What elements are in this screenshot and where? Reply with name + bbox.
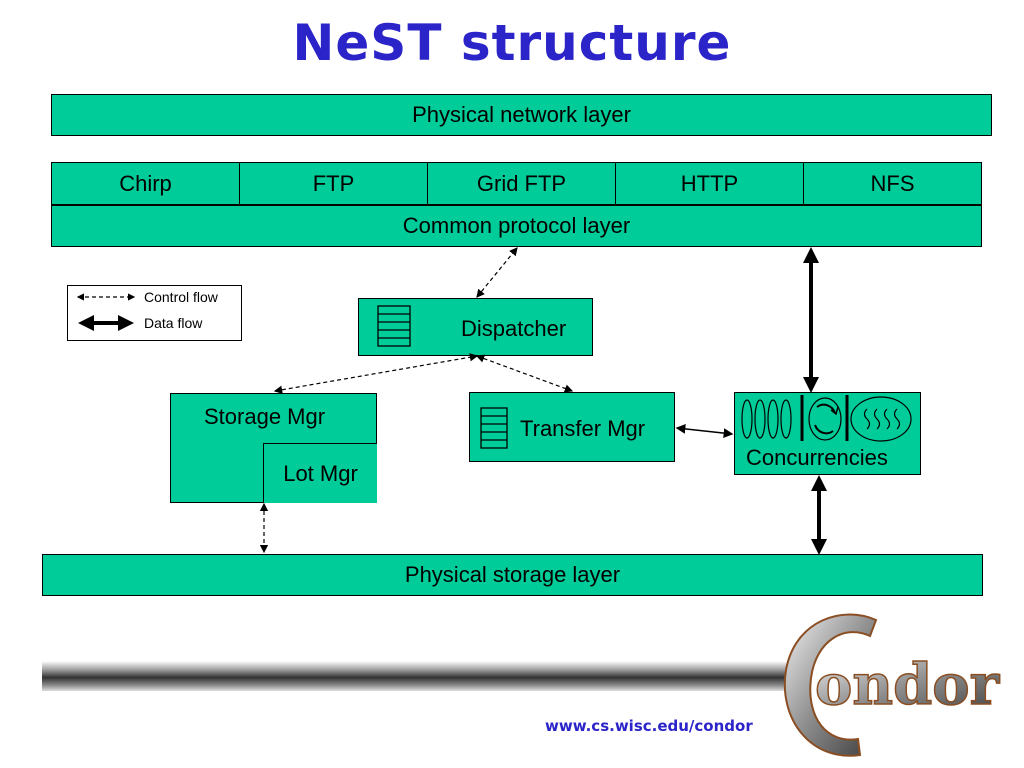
control-flow-arrow bbox=[476, 247, 518, 298]
transfer-mgr-box: Transfer Mgr bbox=[469, 392, 675, 462]
lot-mgr-label: Lot Mgr bbox=[283, 460, 358, 486]
page-title: NeST structure bbox=[292, 14, 732, 72]
dispatcher-label: Dispatcher bbox=[461, 316, 567, 341]
concurrencies-label: Concurrencies bbox=[746, 445, 888, 470]
protocol-label: Chirp bbox=[119, 170, 172, 196]
legend-arrows bbox=[76, 293, 136, 331]
transfer-mgr-label: Transfer Mgr bbox=[520, 416, 646, 441]
protocol-http: HTTP bbox=[616, 163, 804, 204]
protocol-row: Chirp FTP Grid FTP HTTP NFS bbox=[51, 162, 982, 205]
protocol-nfs: NFS bbox=[804, 163, 981, 204]
concurrencies-box: Concurrencies bbox=[734, 392, 921, 475]
protocol-gridftp: Grid FTP bbox=[428, 163, 616, 204]
physical-network-layer-label: Physical network layer bbox=[412, 102, 631, 127]
legend: Control flow Data flow bbox=[67, 285, 242, 341]
legend-data-flow: Data flow bbox=[144, 315, 203, 331]
protocol-label: Grid FTP bbox=[476, 170, 567, 196]
physical-storage-layer: Physical storage layer bbox=[42, 554, 983, 596]
protocol-chirp: Chirp bbox=[52, 163, 240, 204]
legend-control-flow: Control flow bbox=[144, 289, 218, 305]
protocol-label: NFS bbox=[870, 170, 915, 196]
footer-url[interactable]: www.cs.wisc.edu/condor bbox=[545, 717, 753, 735]
control-flow-arrow bbox=[273, 353, 479, 394]
control-flow-arrow bbox=[475, 354, 574, 393]
dispatcher-box: Dispatcher bbox=[358, 298, 593, 356]
condor-logo-icon: ondor bbox=[783, 613, 1001, 757]
storage-mgr-label: Storage Mgr bbox=[204, 404, 326, 429]
queue-icon bbox=[480, 407, 508, 449]
protocol-label: FTP bbox=[312, 170, 355, 196]
concurrency-models-icon bbox=[741, 395, 912, 442]
protocol-label: HTTP bbox=[680, 170, 739, 196]
protocol-ftp: FTP bbox=[240, 163, 428, 204]
storage-mgr-box: Storage Mgr Lot Mgr bbox=[170, 393, 377, 503]
physical-storage-layer-label: Physical storage layer bbox=[404, 562, 621, 587]
physical-network-layer: Physical network layer bbox=[51, 94, 992, 136]
svg-text:ondor: ondor bbox=[815, 652, 1001, 718]
transfer-concurrencies-arrow bbox=[675, 424, 734, 438]
common-protocol-layer-label: Common protocol layer bbox=[402, 213, 631, 238]
common-protocol-layer: Common protocol layer bbox=[51, 205, 982, 247]
lot-mgr-box: Lot Mgr bbox=[263, 443, 377, 503]
queue-icon bbox=[377, 305, 411, 347]
footer-bar: ondor bbox=[42, 613, 1001, 757]
